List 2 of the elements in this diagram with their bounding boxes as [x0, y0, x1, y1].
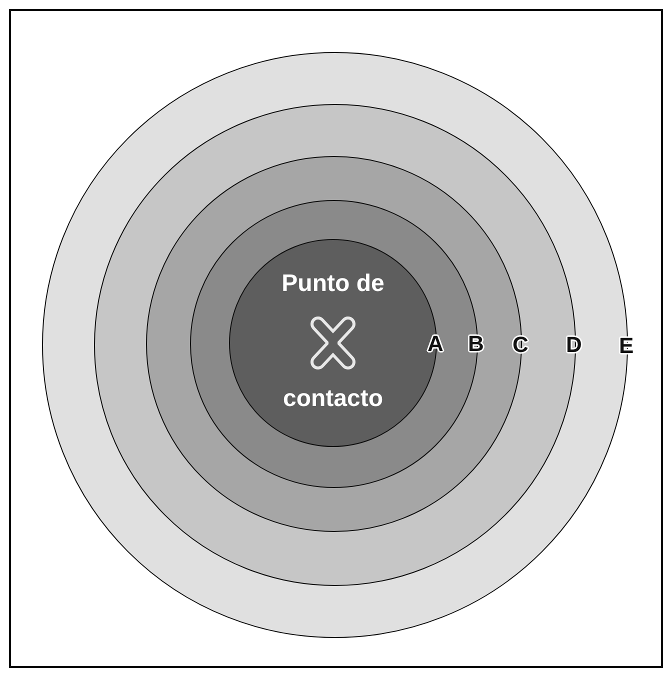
center-label: Punto de [280, 272, 386, 296]
center-label: contacto [282, 386, 384, 410]
